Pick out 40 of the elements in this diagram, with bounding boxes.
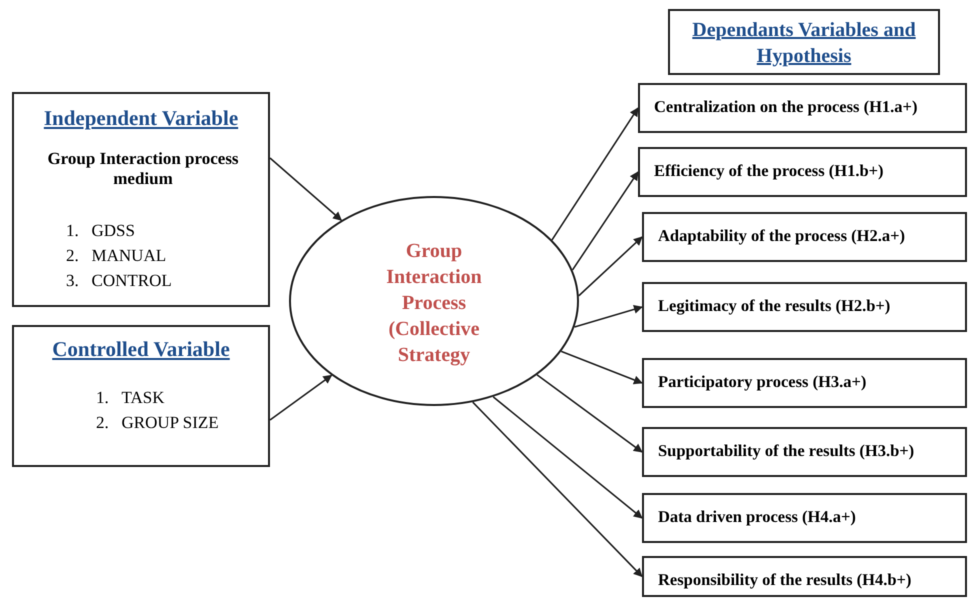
hypothesis-box <box>638 147 967 197</box>
arrow <box>472 402 643 578</box>
arrow <box>269 157 342 221</box>
list-item: 2. GROUP SIZE <box>96 413 219 433</box>
process-label: Group Interaction Process (Collective Strategy <box>385 239 483 368</box>
heading: Independent Variable <box>42 106 240 131</box>
arrow <box>536 374 643 453</box>
arrow <box>574 304 643 328</box>
hypothesis-box <box>642 282 967 332</box>
hypothesis-label: Participatory process (H3.a+) <box>658 372 866 392</box>
description: Group Interaction process medium <box>46 149 240 189</box>
hypothesis-box <box>642 556 967 597</box>
heading: Controlled Variable <box>51 337 231 362</box>
header-box <box>668 9 940 75</box>
arrow <box>492 396 643 519</box>
list-item: 1. TASK <box>96 388 165 408</box>
arrow <box>551 107 639 240</box>
arrow <box>578 236 643 296</box>
variable-box <box>12 325 270 467</box>
list-item: 3. CONTROL <box>66 271 172 291</box>
arrow <box>270 374 332 421</box>
hypothesis-box <box>642 212 967 262</box>
hypothesis-label: Centralization on the process (H1.a+) <box>654 97 918 117</box>
hypothesis-box <box>638 83 967 133</box>
hypothesis-label: Adaptability of the process (H2.a+) <box>658 226 905 246</box>
hypothesis-box <box>642 493 967 543</box>
hypothesis-label: Data driven process (H4.a+) <box>658 507 856 527</box>
hypothesis-label: Responsibility of the results (H4.b+) <box>658 570 912 590</box>
list-item: 2. MANUAL <box>66 246 166 266</box>
heading: Dependants Variables and Hypothesis <box>691 18 917 69</box>
hypothesis-label: Supportability of the results (H3.b+) <box>658 441 914 461</box>
arrow <box>572 171 639 270</box>
hypothesis-box <box>642 427 967 477</box>
list-item: 1. GDSS <box>66 221 135 241</box>
hypothesis-label: Efficiency of the process (H1.b+) <box>654 161 884 181</box>
variable-box <box>12 92 270 307</box>
hypothesis-label: Legitimacy of the results (H2.b+) <box>658 296 890 316</box>
process-ellipse <box>289 196 579 406</box>
arrow <box>560 350 643 384</box>
hypothesis-box <box>642 358 967 408</box>
